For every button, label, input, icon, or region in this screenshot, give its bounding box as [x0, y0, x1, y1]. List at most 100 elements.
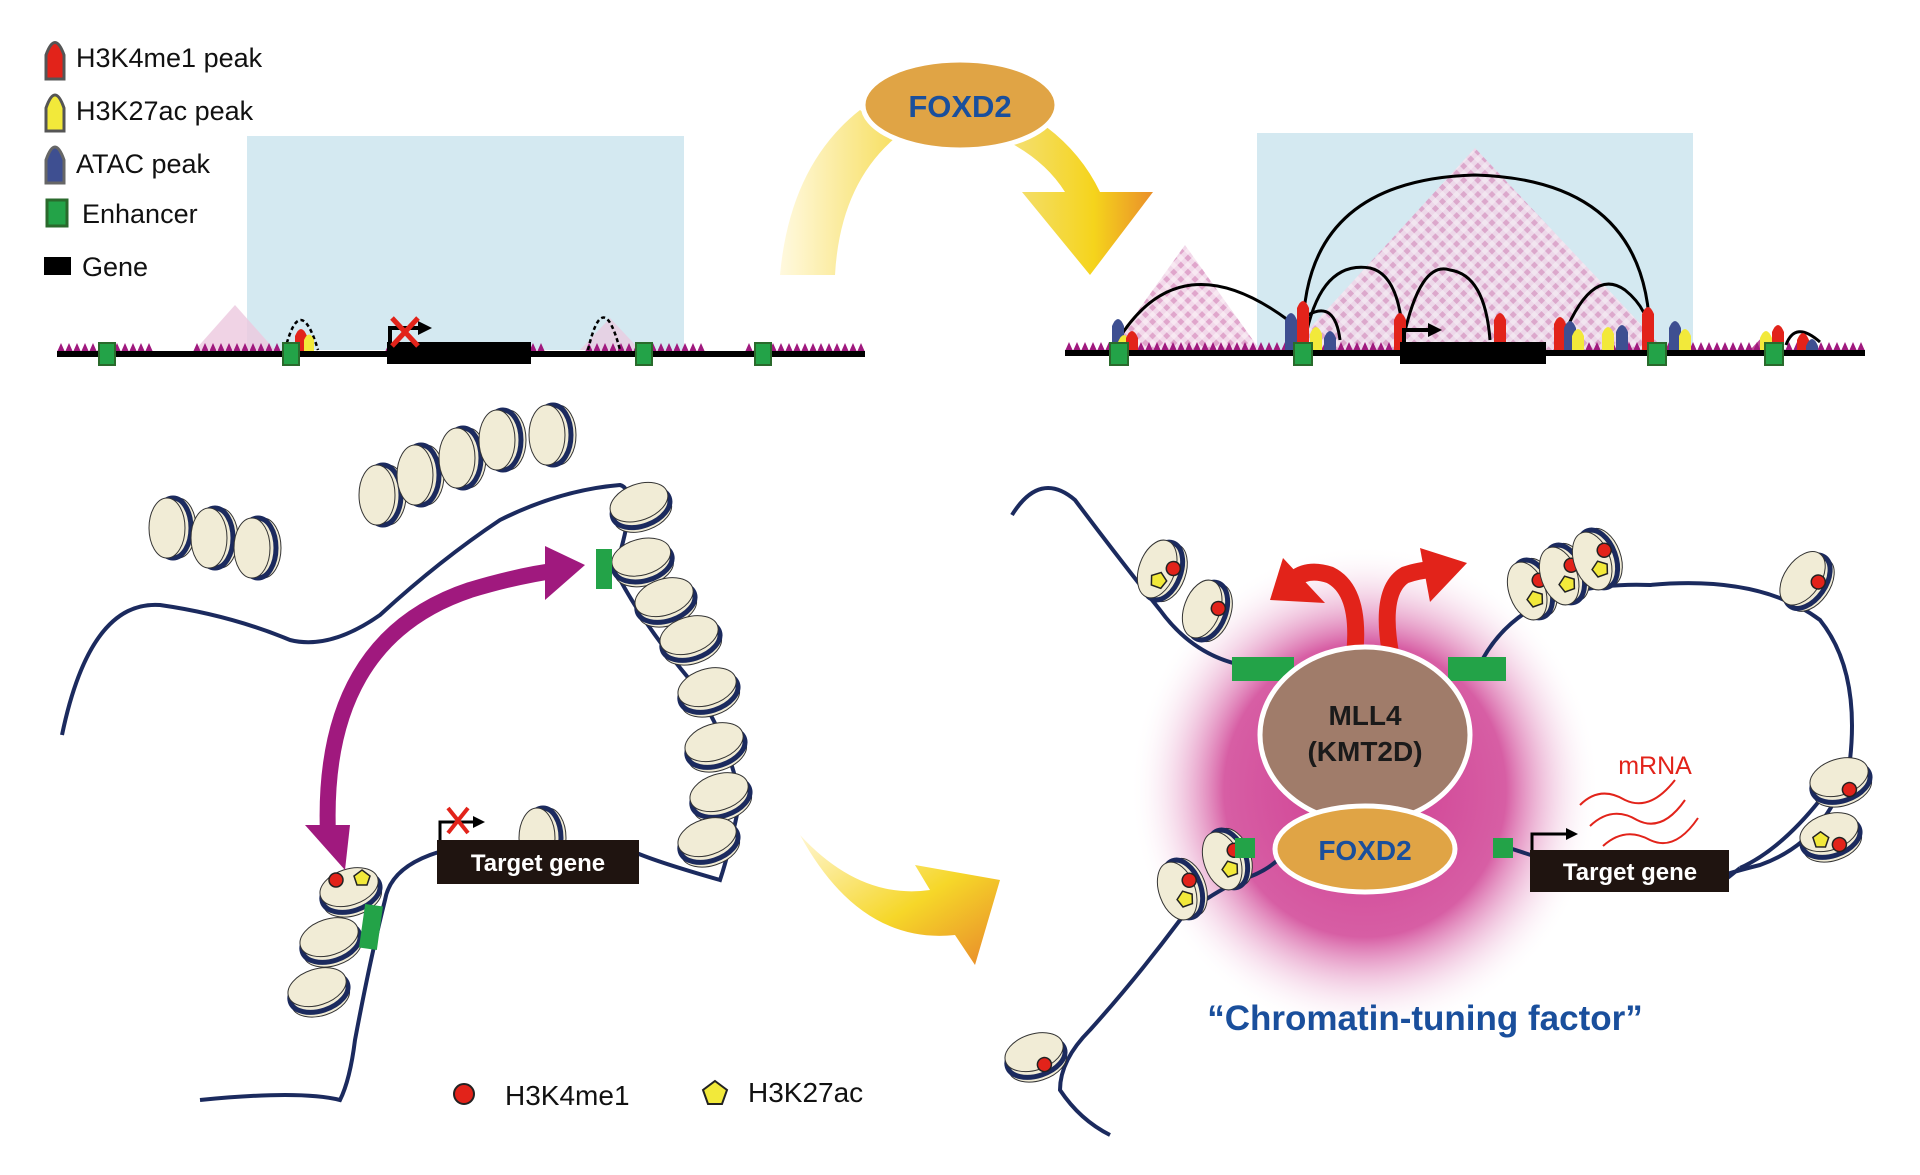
repressed-x-icon: [390, 316, 420, 348]
legend-item-enhancer: Enhancer: [45, 198, 198, 229]
legend-item-gene: Gene: [44, 252, 148, 282]
nucleosome: [634, 577, 698, 628]
legend-label: Enhancer: [82, 199, 198, 229]
genome-track-before: [57, 136, 865, 366]
activation-arrowhead: [1270, 558, 1325, 603]
h3k27ac-mark: [1812, 830, 1830, 848]
nucleosome: [677, 667, 741, 718]
yellow-pentagon-icon: [701, 1079, 729, 1105]
top-legend: H3K4me1 peak H3K27ac peak ATAC peak Enha…: [44, 41, 263, 282]
foxd2-oval: [860, 57, 1060, 153]
gene-body: [1400, 342, 1546, 364]
activation-arrow-right: [1378, 561, 1431, 652]
looping-arrowhead: [545, 546, 585, 600]
nucleosome: [1004, 1032, 1068, 1083]
chromatin-before: Target gene: [60, 402, 753, 1103]
h3k4me1-mark: [1831, 836, 1848, 853]
chromatin-after: MLL4 (KMT2D) FOXD2 Target gene mRNA “Chr…: [1004, 486, 1873, 1137]
yellow-peak-icon: [44, 93, 66, 133]
enhancer: [596, 549, 612, 589]
tss-arrowhead: [418, 321, 432, 335]
nucleosome: [478, 407, 527, 473]
peak: [1806, 339, 1818, 352]
mrna-label: mRNA: [1618, 752, 1692, 780]
nucleosome-array: [1004, 527, 1873, 1083]
legend-item-h3k27ac: H3K27ac peak: [44, 93, 254, 133]
target-gene-label: Target gene: [471, 850, 605, 877]
loop-arc: [1307, 309, 1342, 341]
activation-arrowhead: [1420, 548, 1467, 602]
mll4-label: MLL4: [1328, 700, 1402, 731]
peak: [1616, 325, 1628, 352]
target-gene-box: [1530, 850, 1729, 892]
foxd2-bound: [1272, 803, 1458, 895]
nucleosome: [689, 772, 753, 823]
legend-label: ATAC peak: [76, 149, 211, 179]
enhancer: [359, 903, 383, 951]
enhancer: [1109, 342, 1129, 366]
hic-contact-domain: [1110, 245, 1260, 350]
legend-item-h3k4me1: H3K4me1 peak: [44, 41, 263, 81]
black-bar-icon: [44, 257, 71, 275]
nucleosome: [1136, 539, 1188, 603]
peak: [1297, 301, 1309, 352]
foxd2-label: FOXD2: [1318, 835, 1411, 866]
nucleosome: [299, 917, 363, 968]
looping-arrowhead: [305, 825, 350, 870]
h3k27ac-peak: [304, 334, 314, 352]
h3k4me1-mark: [1210, 600, 1227, 617]
tad-region: [247, 136, 684, 350]
genome-track-after: [1065, 133, 1865, 366]
nucleosome: [659, 615, 723, 666]
peak: [1679, 329, 1691, 352]
transition-arrow: [800, 835, 1000, 965]
enhancer: [1235, 838, 1255, 858]
tss-arrowhead: [1428, 323, 1442, 337]
red-peak-icon: [44, 41, 66, 81]
nucleosome: [287, 967, 351, 1018]
repressed-x-icon: [446, 806, 470, 835]
peak: [1572, 329, 1584, 352]
nucleosome: [190, 505, 239, 571]
h3k27ac-mark: [1150, 571, 1168, 590]
enhancer: [1493, 838, 1513, 858]
nucleosome: [610, 537, 675, 588]
peak: [1669, 321, 1681, 352]
nucleosome: [1181, 579, 1233, 643]
nucleosome: [1571, 527, 1623, 591]
histone-mark-legend: H3K4me1 H3K27ac: [453, 1077, 863, 1111]
h3k27ac-mark: [1591, 560, 1609, 578]
dna-strand: [1010, 486, 1266, 670]
h3k4me1-mark: [1596, 542, 1612, 559]
peak: [1324, 331, 1336, 352]
loop-arc: [1784, 330, 1821, 346]
enhancer: [282, 342, 300, 366]
h3k27ac-mark: [1221, 860, 1239, 878]
h3k4me1-mark: [1841, 781, 1858, 798]
mrna-strand: [1589, 799, 1686, 827]
h3k4me1-mark: [1036, 1056, 1053, 1073]
legend-label: H3K27ac peak: [76, 96, 254, 126]
nucleosome: [677, 817, 741, 868]
tss-arrow-icon: [1402, 328, 1430, 344]
peak: [1554, 317, 1566, 352]
enhancer: [1448, 657, 1506, 681]
mrna-strand: [1579, 779, 1676, 806]
nucleosome: [528, 402, 577, 468]
mrna-strand: [1602, 817, 1699, 847]
nucleosome: [1799, 812, 1863, 863]
nucleosome: [609, 481, 673, 533]
legend-label: H3K27ac: [748, 1077, 863, 1108]
target-gene-box: [437, 840, 639, 884]
h3k27ac-mark: [1526, 590, 1544, 608]
h3k27ac-mark: [1558, 575, 1576, 593]
nucleosome: [1156, 857, 1208, 921]
yellow-arc-left: [780, 110, 895, 275]
nucleosome: [1809, 757, 1873, 808]
legend-label: Gene: [82, 252, 148, 282]
nucleosome: [396, 442, 445, 508]
green-square-icon: [45, 198, 69, 228]
peak: [1642, 307, 1654, 352]
mll4-complex: [1257, 644, 1473, 826]
dna-strand: [199, 844, 630, 1103]
